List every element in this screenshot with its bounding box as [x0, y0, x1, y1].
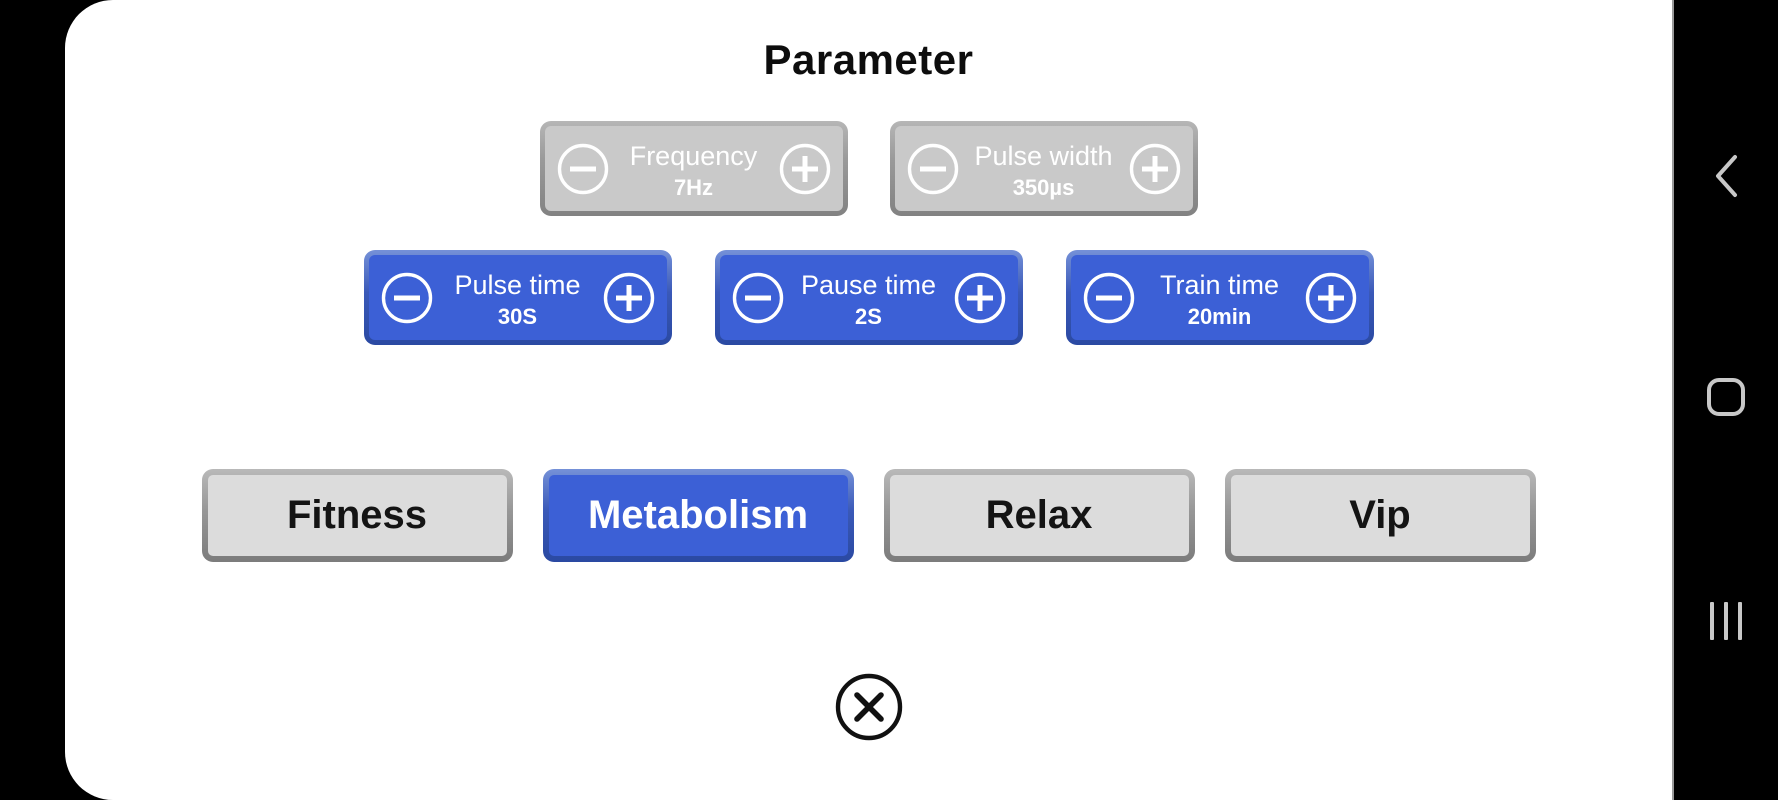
frequency-control: Frequency 7Hz	[539, 121, 848, 216]
mode-button-vip[interactable]: Vip	[1224, 469, 1536, 562]
frequency-value: 7Hz	[673, 174, 714, 200]
pulse-time-value: 30S	[497, 303, 538, 329]
android-nav-bar	[1672, 0, 1778, 800]
pulse-width-control: Pulse width 350µs	[889, 121, 1198, 216]
mode-button-fitness-label: Fitness	[207, 475, 507, 556]
pulse-time-control: Pulse time 30S	[363, 250, 672, 345]
mode-button-metabolism-selected[interactable]: Metabolism	[542, 469, 854, 562]
back-chevron-icon	[1716, 155, 1737, 197]
nav-back-button[interactable]	[1704, 152, 1748, 200]
pulse-width-value: 350µs	[1012, 174, 1075, 200]
pause-time-plus-button[interactable]	[953, 271, 1007, 325]
disabled-params-row: Frequency 7Hz	[65, 121, 1672, 216]
frequency-minus-button[interactable]	[556, 142, 610, 196]
pulse-width-minus-button[interactable]	[906, 142, 960, 196]
mode-button-relax-label: Relax	[889, 475, 1189, 556]
recents-bars-icon	[1710, 602, 1714, 640]
mode-button-metabolism-label: Metabolism	[548, 475, 848, 556]
active-params-row: Pulse time 30S	[65, 250, 1672, 345]
train-time-plus-button[interactable]	[1304, 271, 1358, 325]
frequency-label: Frequency	[629, 140, 758, 171]
train-time-value: 20min	[1187, 303, 1252, 329]
pulse-width-label: Pulse width	[974, 140, 1113, 171]
pulse-time-minus-button[interactable]	[380, 271, 434, 325]
train-time-minus-button[interactable]	[1082, 271, 1136, 325]
train-time-control: Train time 20min	[1065, 250, 1374, 345]
pause-time-label: Pause time	[800, 269, 937, 300]
train-time-label: Train time	[1159, 269, 1280, 300]
mode-button-fitness[interactable]: Fitness	[201, 469, 513, 562]
pulse-time-plus-button[interactable]	[602, 271, 656, 325]
mode-buttons-row: Fitness Metabolism Relax Vip	[65, 469, 1672, 562]
parameter-panel: Parameter Frequency 7Hz	[65, 0, 1672, 800]
pause-time-control: Pause time 2S	[714, 250, 1023, 345]
home-squircle-icon	[1707, 378, 1745, 416]
mode-button-vip-label: Vip	[1230, 475, 1530, 556]
pulse-time-label: Pulse time	[454, 269, 581, 300]
pulse-width-plus-button[interactable]	[1128, 142, 1182, 196]
nav-recents-button[interactable]	[1704, 601, 1748, 641]
pause-time-value: 2S	[855, 303, 882, 329]
page-title: Parameter	[763, 36, 974, 83]
pause-time-minus-button[interactable]	[731, 271, 785, 325]
frequency-plus-button[interactable]	[778, 142, 832, 196]
mode-button-relax[interactable]: Relax	[883, 469, 1195, 562]
nav-home-button[interactable]	[1706, 377, 1746, 417]
close-button[interactable]	[834, 672, 904, 742]
